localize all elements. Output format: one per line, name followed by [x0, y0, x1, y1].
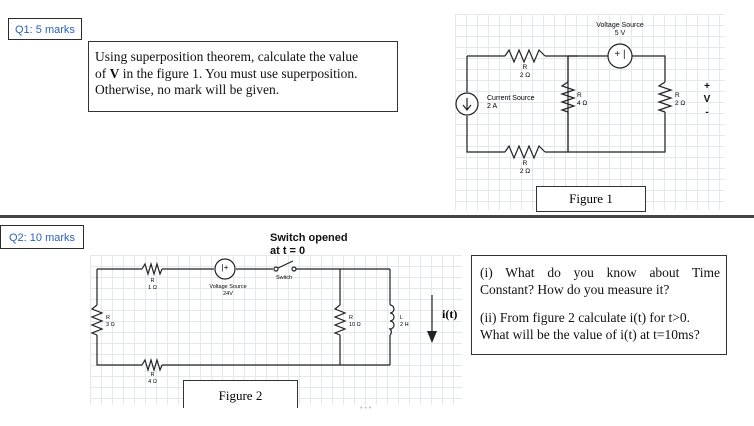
v-terminal-label: +V-	[703, 81, 711, 118]
r-mid-resistor	[560, 81, 576, 113]
q2-part2-line2: What will be the value of i(t) at t=10ms…	[480, 327, 700, 342]
vs-symbol-text: + |	[614, 49, 626, 60]
r-top-resistor	[504, 48, 546, 64]
switch-symbol	[273, 260, 297, 272]
switch-label: Switch	[276, 275, 293, 281]
q2-marks-tag: Q2: 10 marks	[0, 225, 85, 249]
inductor-symbol	[388, 304, 395, 336]
r-bottom-resistor	[504, 144, 546, 160]
section-divider	[0, 215, 754, 218]
q2-part1-line1: (i) What do you know about Time	[480, 265, 720, 280]
q1-marks-tag: Q1: 5 marks	[8, 18, 82, 40]
q1-v-symbol: V	[109, 65, 120, 81]
q1-text-line1: Using superposition theorem, calculate t…	[95, 49, 359, 64]
q2-part1-line2: Constant? How do you measure it?	[480, 282, 670, 297]
r3-resistor	[90, 304, 104, 336]
q2-part2-line1: (ii) From figure 2 calculate i(t) for t>…	[480, 310, 691, 325]
q1-question-box: Using superposition theorem, calculate t…	[88, 41, 398, 112]
current-label: i(t)	[442, 307, 458, 321]
figure2-caption: Figure 2	[183, 380, 298, 408]
r10-resistor	[333, 304, 347, 336]
figure1-caption: Figure 1	[536, 186, 646, 212]
r-right-resistor	[657, 81, 673, 113]
r1-resistor	[141, 261, 163, 277]
q1-text-line3: Otherwise, no mark will be given.	[95, 82, 280, 97]
r4-resistor	[141, 357, 163, 373]
q2-question-box: (i) What do you know about Time Constant…	[471, 255, 727, 355]
q2-voltage-source-symbol	[214, 258, 236, 280]
pager-dots: • • •	[360, 405, 372, 412]
q1-text-line2: of V in the figure 1. You must use super…	[95, 65, 358, 81]
q2-vs-symbol-text: |+	[221, 263, 229, 272]
voltage-source-symbol	[607, 43, 633, 69]
